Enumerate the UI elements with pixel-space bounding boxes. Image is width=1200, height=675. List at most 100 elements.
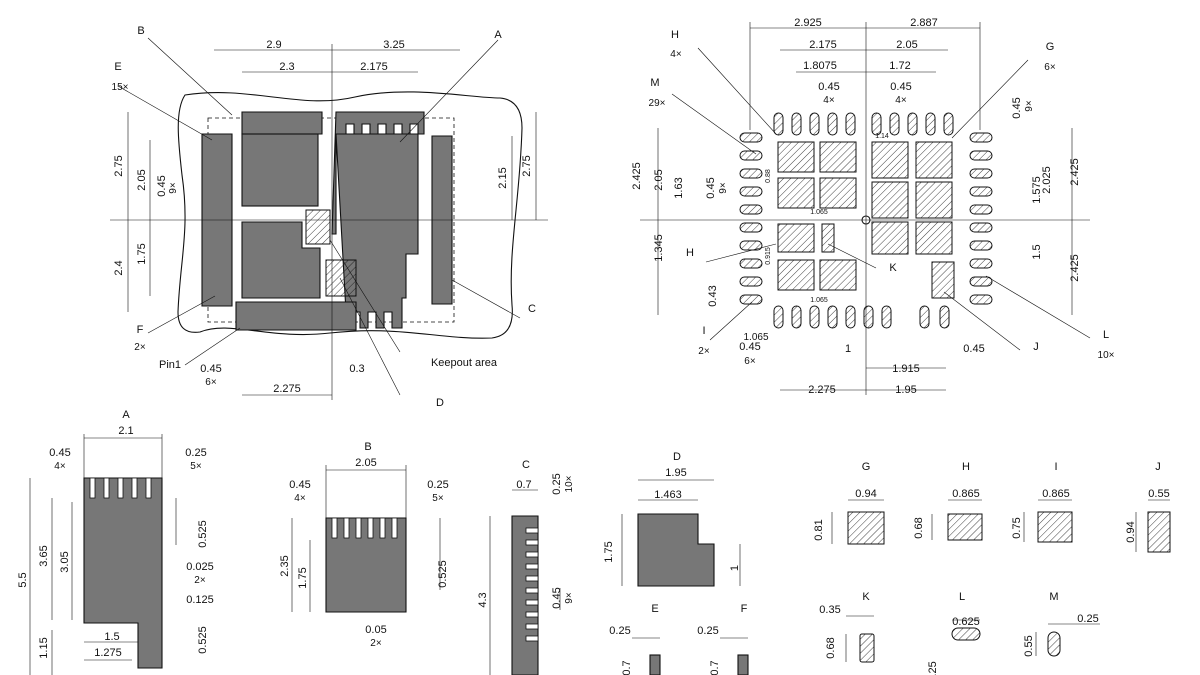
dimension-label: 0.125 [186,594,214,606]
pad-B [241,111,323,135]
dimension-label: 0.88 [765,169,772,183]
callout-F-count: 2× [134,342,146,353]
dimension-label: 2.75 [113,155,125,176]
dimension-label: 5× [432,493,444,504]
dimension-label: 2.175 [360,61,388,73]
dimension-label: 9× [564,592,575,604]
dimension-label: 1.95 [665,467,686,479]
dimension-label: 1.065 [810,297,828,304]
dimension-label: 1 [845,343,851,355]
callout-F: F [137,324,144,336]
dimension-label: 0.45 [289,479,310,491]
dimension-label: 3.65 [38,545,50,566]
dimension-label: 1.065 [743,332,768,343]
dimension-label: 2.425 [1069,158,1081,186]
dimension-label: 0.625 [952,616,980,628]
dimension-label: 2.75 [521,155,533,176]
dimension-label: 2.05 [355,457,376,469]
dimension-label: 2.887 [910,17,938,29]
dimension-label: 0.45 [200,363,221,375]
dimension-label: 1.95 [895,384,916,396]
signal-pads [739,112,993,329]
dimension-label: 0.43 [707,285,719,306]
dimension-label: 5× [190,461,202,472]
dimension-label: 0.25 [551,473,563,494]
dimension-label: 0.525 [197,520,209,548]
detail-F [720,637,749,675]
dimension-label: 9× [718,182,729,194]
detail-I [1023,499,1073,543]
dimension-label: 0.45 [551,587,563,608]
dimension-label: 0.45 [818,81,839,93]
dimension-label: 0.3 [349,363,364,375]
dimension-label: 1.915 [892,363,920,375]
dimension-label: 0.25 [697,625,718,637]
dimension-label: 0.25 [609,625,630,637]
detail-title-F: F [741,603,748,615]
dimension-label: 1.345 [653,234,665,262]
keepout-hatch-2 [325,259,357,297]
dimension-label: 0.75 [1011,517,1023,538]
callout-M: M [650,77,659,89]
dimension-label: 0.68 [825,637,837,658]
detail-L [951,619,981,641]
dimension-label: 2.15 [497,167,509,188]
pad-A-body [335,133,424,329]
callout-G-count: 6× [1044,62,1056,73]
detail-J [1135,499,1171,553]
detail-title-D: D [673,451,681,463]
detail-title-B: B [364,441,371,453]
keepout-hatch-1 [305,209,331,245]
dimension-label: 0.45 [963,343,984,355]
detail-E [632,637,661,675]
dimension-label: 0.525 [197,626,209,654]
callout-K: K [889,262,897,274]
dimension-label: 1.14 [875,133,889,140]
dimension-label: 0.55 [1148,488,1169,500]
dimension-label: 2.4 [113,260,125,275]
dimension-label: 2.275 [808,384,836,396]
dimension-label: 6× [744,356,756,367]
dimension-label: 2.05 [653,169,665,190]
dimension-label: 0.45 [49,447,70,459]
detail-C [489,489,561,675]
dimension-label: 1.63 [673,177,685,198]
callout-I: I [702,325,705,337]
dimension-label: 5.5 [17,572,29,587]
dimension-label: 2.925 [794,17,822,29]
dimension-label: 2.05 [896,39,917,51]
dimension-label: 9× [1024,100,1035,112]
callout-E: E [114,61,121,73]
detail-title-J: J [1155,461,1161,473]
dimension-label: 1.575 [1031,176,1043,204]
dimension-label: 0.05 [365,624,386,636]
dimension-label: 2.425 [1069,254,1081,282]
dimension-label: 2.9 [266,39,281,51]
dimension-label: 2.425 [631,162,643,190]
detail-title-H: H [962,461,970,473]
dimension-label: 0.68 [913,517,925,538]
detail-A [29,434,177,675]
detail-title-G: G [862,461,871,473]
detail-title-A: A [122,409,130,421]
dimension-label: 0.94 [1125,521,1137,542]
callout-B: B [137,25,144,37]
dimension-label: 0.7 [516,479,531,491]
pin-layout-view [640,22,1091,395]
dimension-label: 6× [205,377,217,388]
dimension-label: 0.525 [437,560,449,588]
dimension-label: 0.45 [705,177,717,198]
callout-L-count: 10× [1098,350,1115,361]
dimension-label: 0.45 [156,175,168,196]
pad-bottom-row [235,301,357,331]
dimension-label: 0.865 [952,488,980,500]
dimension-label: 0.81 [813,519,825,540]
dimension-label: 1.75 [136,243,148,264]
detail-title-I: I [1054,461,1057,473]
dimension-label: 1.463 [654,489,682,501]
dimension-label: 9× [168,182,179,194]
land-pattern-view [110,37,548,400]
callout-I-count: 2× [698,346,710,357]
